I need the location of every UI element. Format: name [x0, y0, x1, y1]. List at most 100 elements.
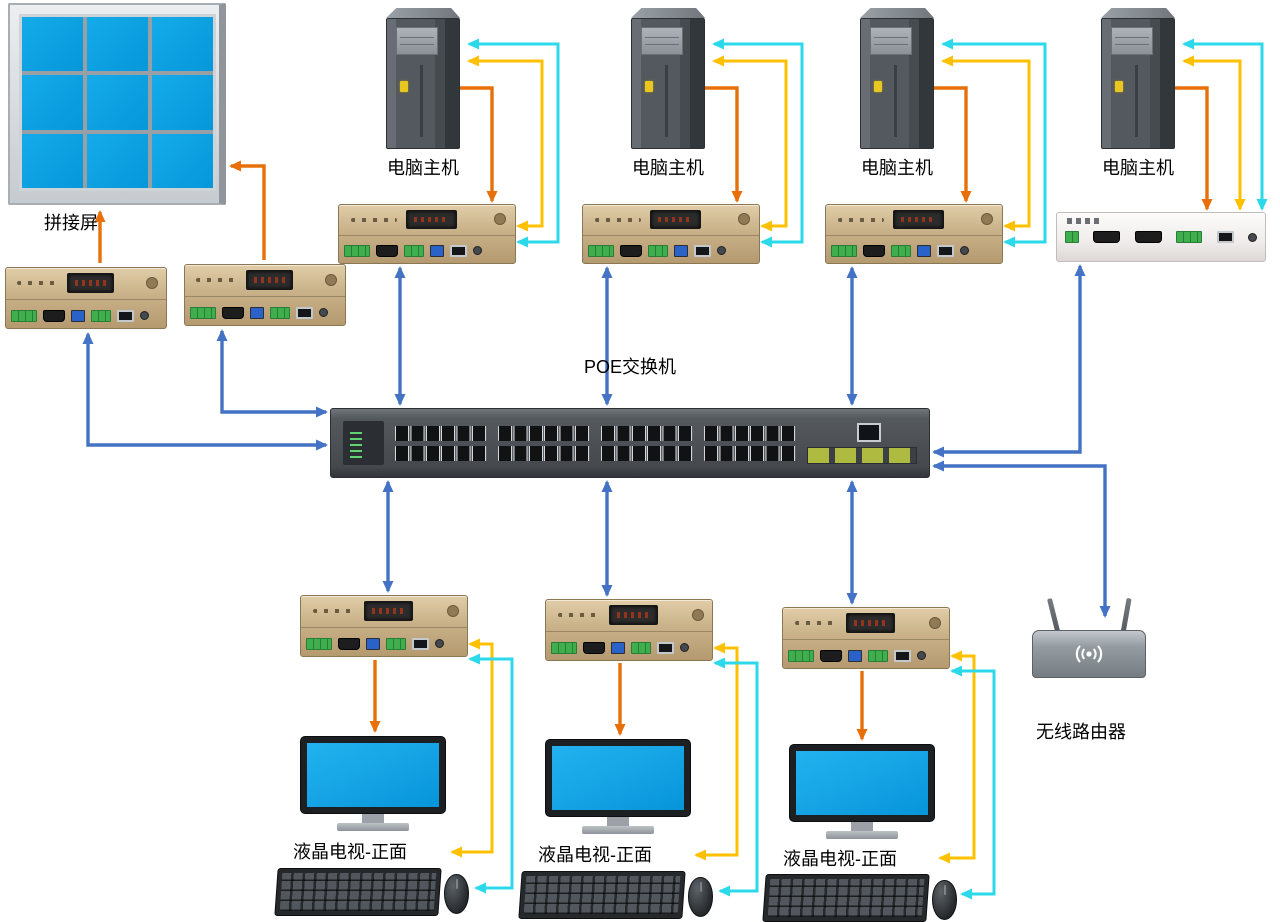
drive-bay [641, 27, 683, 55]
drive-bay [1111, 27, 1153, 55]
device-logo [1067, 218, 1101, 224]
usb-port [674, 244, 688, 257]
terminal-block-port [11, 309, 37, 322]
video-pc2-encoder2 [704, 86, 743, 203]
uplink-section [807, 422, 917, 464]
keyboard-1 [274, 868, 442, 916]
video-wall-label: 拼接屏 [44, 213, 98, 233]
tv-frame [545, 739, 691, 817]
usb-mouse-encoder1-pc1 [467, 38, 560, 248]
tower-front [386, 18, 460, 149]
device-face [301, 596, 467, 629]
pc-encoder-4 [1056, 212, 1266, 262]
poe-switch [330, 408, 930, 478]
terminal-block-port [891, 244, 911, 257]
ethernet-port [117, 309, 134, 322]
terminal-block-port [190, 306, 216, 319]
poe-switch-label: POE交换机 [584, 357, 677, 377]
usb-port [366, 637, 380, 650]
led-indicators [794, 621, 838, 626]
port-group-4 [704, 425, 796, 461]
tv-stand-base [337, 823, 409, 831]
tv-label-1: 液晶电视-正面 [293, 842, 407, 862]
drive-bay [396, 27, 438, 55]
power-button [1115, 81, 1123, 92]
device-face [783, 608, 949, 641]
terminal-block-port [404, 244, 424, 257]
usb-port [848, 649, 862, 662]
usb-kb-encoder2-pc2 [712, 55, 788, 232]
vent-slot [665, 65, 668, 137]
hdmi-port [43, 309, 65, 322]
usb-kb-encoder4-pc4 [1182, 55, 1246, 211]
vent-slot [894, 65, 897, 137]
terminal-block-port [788, 649, 814, 662]
computer-tower-2 [631, 8, 705, 149]
terminal-block-port [1176, 231, 1203, 243]
usb-kb-decoder3-keyboard3 [938, 650, 976, 864]
keyboard-keys [279, 873, 437, 911]
net-encoder4-switch [932, 264, 1086, 458]
net-switch-router [932, 460, 1111, 618]
device-face [583, 205, 759, 237]
vent-slot [420, 65, 423, 137]
dc-power-jack [917, 651, 926, 660]
tv-stand-base [826, 831, 898, 839]
usb-mouse-decoder2-mouse2 [713, 657, 759, 897]
hdmi-port [376, 244, 398, 257]
hdmi-port [820, 649, 842, 662]
usb-mouse-decoder3-mouse3 [950, 665, 996, 900]
port-row [788, 647, 944, 664]
ethernet-port [937, 244, 954, 257]
tv-frame [300, 736, 446, 814]
device-button [928, 616, 941, 629]
hdmi-port [1134, 231, 1162, 243]
tv-frame [789, 744, 935, 822]
ethernet-port [412, 637, 429, 650]
usb-port [611, 641, 625, 654]
hdmi-port [863, 244, 885, 257]
tv-screen [796, 751, 928, 815]
tower-front [1101, 18, 1175, 149]
computer-tower-4 [1101, 8, 1175, 149]
port-group-3 [601, 425, 693, 461]
terminal-block-port [306, 637, 332, 650]
mouse-1 [444, 874, 469, 914]
lcd-tv-3 [789, 744, 935, 839]
device-face [185, 265, 345, 298]
tv-screen [307, 743, 439, 807]
keyboard-2 [518, 871, 686, 919]
tv-stand-neck [362, 814, 384, 823]
port-row [601, 445, 693, 461]
port-row [551, 639, 707, 656]
device-display [405, 209, 458, 230]
video-wall-cell [152, 75, 213, 130]
port-row [498, 445, 590, 461]
terminal-block-port [831, 244, 857, 257]
video-wall [8, 3, 226, 205]
port-row [498, 425, 590, 441]
video-wall-grid [19, 14, 216, 191]
router-label: 无线路由器 [1036, 722, 1126, 742]
device-display [892, 209, 945, 230]
hdmi-port [338, 637, 360, 650]
device-face [339, 205, 515, 237]
video-pc3-encoder3 [933, 86, 972, 203]
video-wall-cell [87, 75, 148, 130]
usb-kb-encoder1-pc1 [467, 55, 544, 232]
port-row [588, 242, 754, 259]
tv-decoder-3 [782, 607, 950, 669]
tv-screen [552, 746, 684, 810]
device-display [364, 600, 413, 622]
port-row [1065, 213, 1257, 261]
dc-power-jack [680, 643, 689, 652]
terminal-block-port [588, 244, 614, 257]
drive-bay [870, 27, 912, 55]
switch-status-panel [343, 421, 384, 465]
dc-power-jack [1247, 232, 1257, 242]
video-wall-cell [22, 133, 83, 188]
video-wall-cell [152, 17, 213, 72]
port-row [306, 635, 462, 652]
